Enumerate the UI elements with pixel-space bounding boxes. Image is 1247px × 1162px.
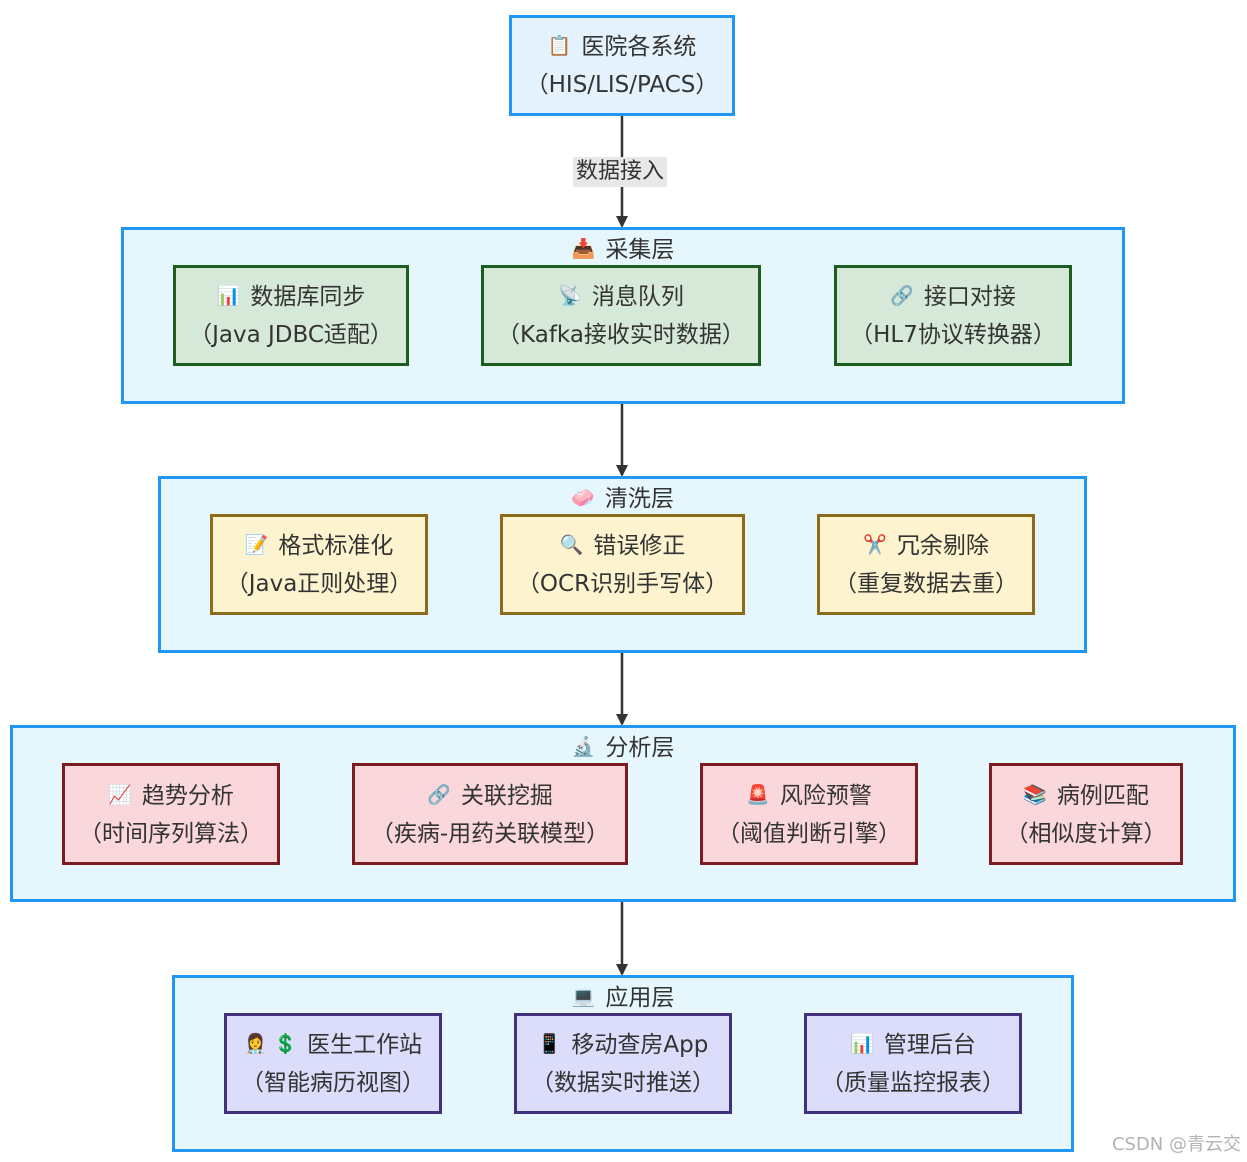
node-title: 移动查房App xyxy=(571,1032,709,1058)
microscope-icon: 🔬 xyxy=(571,736,596,758)
node-subtitle: （时间序列算法） xyxy=(79,820,263,847)
node-subtitle: （智能病历视图） xyxy=(241,1070,425,1096)
app-layer-title: 💻应用层 xyxy=(175,980,1071,1015)
siren-icon: 🚨 xyxy=(746,783,770,806)
clean-layer-title: 🧼清洗层 xyxy=(161,481,1084,516)
laptop-icon: 💻 xyxy=(571,986,596,1008)
node-interface[interactable]: 🔗 接口对接 （HL7协议转换器） xyxy=(834,265,1072,366)
node-title: 数据库同步 xyxy=(250,284,366,310)
hospital-systems-node[interactable]: 📋 医院各系统 （HIS/LIS/PACS） xyxy=(509,15,735,116)
node-title: 医生工作站 xyxy=(307,1032,423,1058)
collect-layer-title: 📥采集层 xyxy=(124,232,1122,267)
node-risk-alert[interactable]: 🚨 风险预警 （阈值判断引擎） xyxy=(700,763,918,865)
node-subtitle: （Java JDBC适配） xyxy=(189,322,393,348)
mobile-phone-icon: 📱 xyxy=(537,1033,562,1055)
watermark: CSDN @青云交 xyxy=(1111,1134,1241,1155)
node-subtitle: （重复数据去重） xyxy=(834,571,1018,597)
node-subtitle: （相似度计算） xyxy=(1005,820,1167,847)
link-icon: 🔗 xyxy=(427,783,451,806)
bar-chart-icon: 📊 xyxy=(850,1033,874,1055)
node-subtitle: （Kafka接收实时数据） xyxy=(497,322,745,348)
node-format-standardize[interactable]: 📝 格式标准化 （Java正则处理） xyxy=(210,514,428,615)
node-title: 关联挖掘 xyxy=(460,782,553,809)
node-dedup[interactable]: ✂️ 冗余剔除 （重复数据去重） xyxy=(817,514,1035,615)
node-case-matching[interactable]: 📚 病例匹配 （相似度计算） xyxy=(989,763,1183,865)
node-subtitle: （阈值判断引擎） xyxy=(717,820,901,847)
soap-icon: 🧼 xyxy=(571,487,595,509)
node-title: 冗余剔除 xyxy=(896,533,989,559)
node-admin-backend[interactable]: 📊 管理后台 （质量监控报表） xyxy=(804,1013,1022,1114)
node-subtitle: （HL7协议转换器） xyxy=(850,322,1056,348)
node-subtitle: （HIS/LIS/PACS） xyxy=(525,72,719,98)
node-subtitle: （OCR识别手写体） xyxy=(516,571,729,597)
memo-icon: 📝 xyxy=(244,534,269,556)
node-association-mining[interactable]: 🔗 关联挖掘 （疾病-用药关联模型） xyxy=(352,763,628,865)
edge-label-data-ingest: 数据接入 xyxy=(573,157,668,187)
node-db-sync[interactable]: 📊 数据库同步 （Java JDBC适配） xyxy=(173,265,409,366)
node-title: 格式标准化 xyxy=(278,533,394,559)
inbox-icon: 📥 xyxy=(571,238,596,260)
node-subtitle: （疾病-用药关联模型） xyxy=(370,820,610,847)
link-icon: 🔗 xyxy=(890,285,914,307)
node-title: 风险预警 xyxy=(779,782,872,809)
node-title: 错误修正 xyxy=(593,533,686,559)
analyze-layer-title: 🔬分析层 xyxy=(13,730,1233,765)
node-title: 接口对接 xyxy=(923,284,1016,310)
bar-chart-icon: 📊 xyxy=(216,285,241,307)
node-message-queue[interactable]: 📡 消息队列 （Kafka接收实时数据） xyxy=(481,265,761,366)
node-subtitle: （数据实时推送） xyxy=(531,1070,715,1096)
node-error-correction[interactable]: 🔍 错误修正 （OCR识别手写体） xyxy=(500,514,745,615)
doctor-icon: 👩‍⚕️ 💲 xyxy=(243,1033,298,1055)
node-subtitle: （质量监控报表） xyxy=(821,1070,1005,1096)
node-title: 趋势分析 xyxy=(141,782,234,809)
scissors-icon: ✂️ xyxy=(863,534,887,556)
node-title: 消息队列 xyxy=(591,284,684,310)
node-mobile-rounds-app[interactable]: 📱 移动查房App （数据实时推送） xyxy=(514,1013,732,1114)
magnifier-icon: 🔍 xyxy=(559,534,584,556)
clipboard-icon: 📋 xyxy=(547,35,572,57)
node-doctor-workstation[interactable]: 👩‍⚕️ 💲 医生工作站 （智能病历视图） xyxy=(224,1013,442,1114)
satellite-antenna-icon: 📡 xyxy=(558,285,582,307)
node-subtitle: （Java正则处理） xyxy=(225,571,413,597)
node-title: 医院各系统 xyxy=(581,34,697,60)
node-title: 管理后台 xyxy=(883,1032,976,1058)
node-trend-analysis[interactable]: 📈 趋势分析 （时间序列算法） xyxy=(62,763,280,865)
trend-chart-icon: 📈 xyxy=(108,783,132,806)
books-icon: 📚 xyxy=(1023,783,1047,806)
node-title: 病例匹配 xyxy=(1056,782,1149,809)
